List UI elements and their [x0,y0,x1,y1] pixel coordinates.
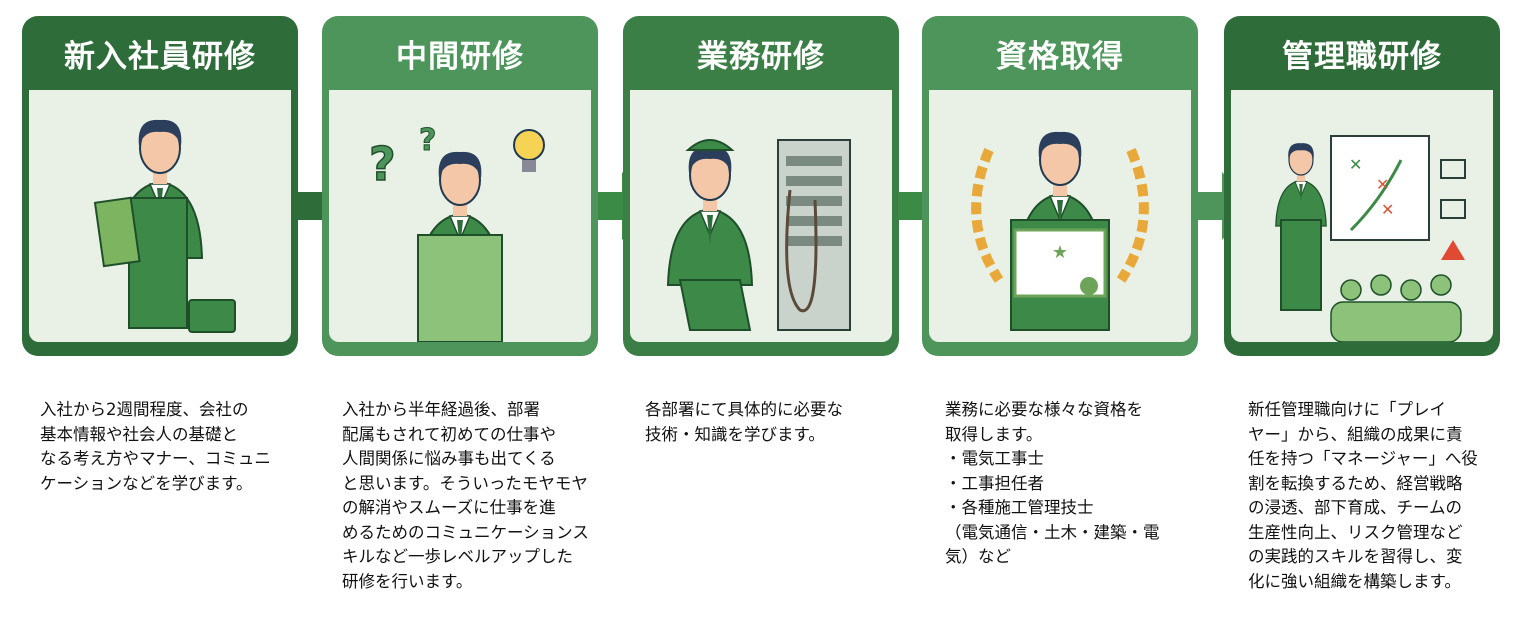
step-description: 新任管理職向けに「プレイ ヤー」から、組織の成果に責 任を持つ「マネージャー」へ… [1248,400,1478,591]
svg-text:★: ★ [1052,242,1068,263]
step-title: 管理職研修 [1282,38,1442,75]
step-illustration-panel: ★ [929,90,1191,342]
step-title: 新入社員研修 [64,38,256,75]
step-illustration-panel [29,90,291,342]
step-card-management: 管理職研修 ✕ ✕ ✕ [1224,16,1500,356]
svg-text:✕: ✕ [1349,155,1362,174]
step-card-certification: 資格取得 ★ [922,16,1198,356]
person-certificate-laurel-icon: ★ [971,130,1149,331]
step-illustration-panel: ✕ ✕ ✕ [1231,90,1493,342]
svg-text:?: ? [369,137,396,191]
thinking-person-question-lightbulb-icon: ? ? [368,123,545,342]
step-card-job-training: 業務研修 [623,16,899,356]
new-employee-with-books-icon [93,118,236,333]
step-illustration-panel: ? ? [329,90,591,342]
svg-text:✕: ✕ [1381,200,1394,219]
step-card-new-employee: 新入社員研修 [22,16,298,356]
step-title: 資格取得 [996,38,1124,75]
step-card-mid-term: 中間研修 ? ? [322,16,598,356]
step-title: 中間研修 [396,38,524,75]
technician-server-rack-icon [667,139,851,331]
step-illustration-panel [630,90,892,342]
svg-text:?: ? [419,123,436,158]
step-title: 業務研修 [697,38,825,75]
manager-presentation-icon: ✕ ✕ ✕ [1275,135,1466,342]
step-description: 入社から2週間程度、会社の 基本情報や社会人の基礎と なる考え方やマナー、コミュ… [40,400,271,493]
svg-text:✕: ✕ [1376,175,1389,194]
step-description: 業務に必要な様々な資格を 取得します。 ・電気工事士 ・工事担任者 ・各種施工管… [945,400,1160,566]
step-description: 各部署にて具体的に必要な 技術・知識を学びます。 [645,400,843,444]
step-description: 入社から半年経過後、部署 配属もされて初めての仕事や 人間関係に悩み事も出てくる… [342,400,589,591]
